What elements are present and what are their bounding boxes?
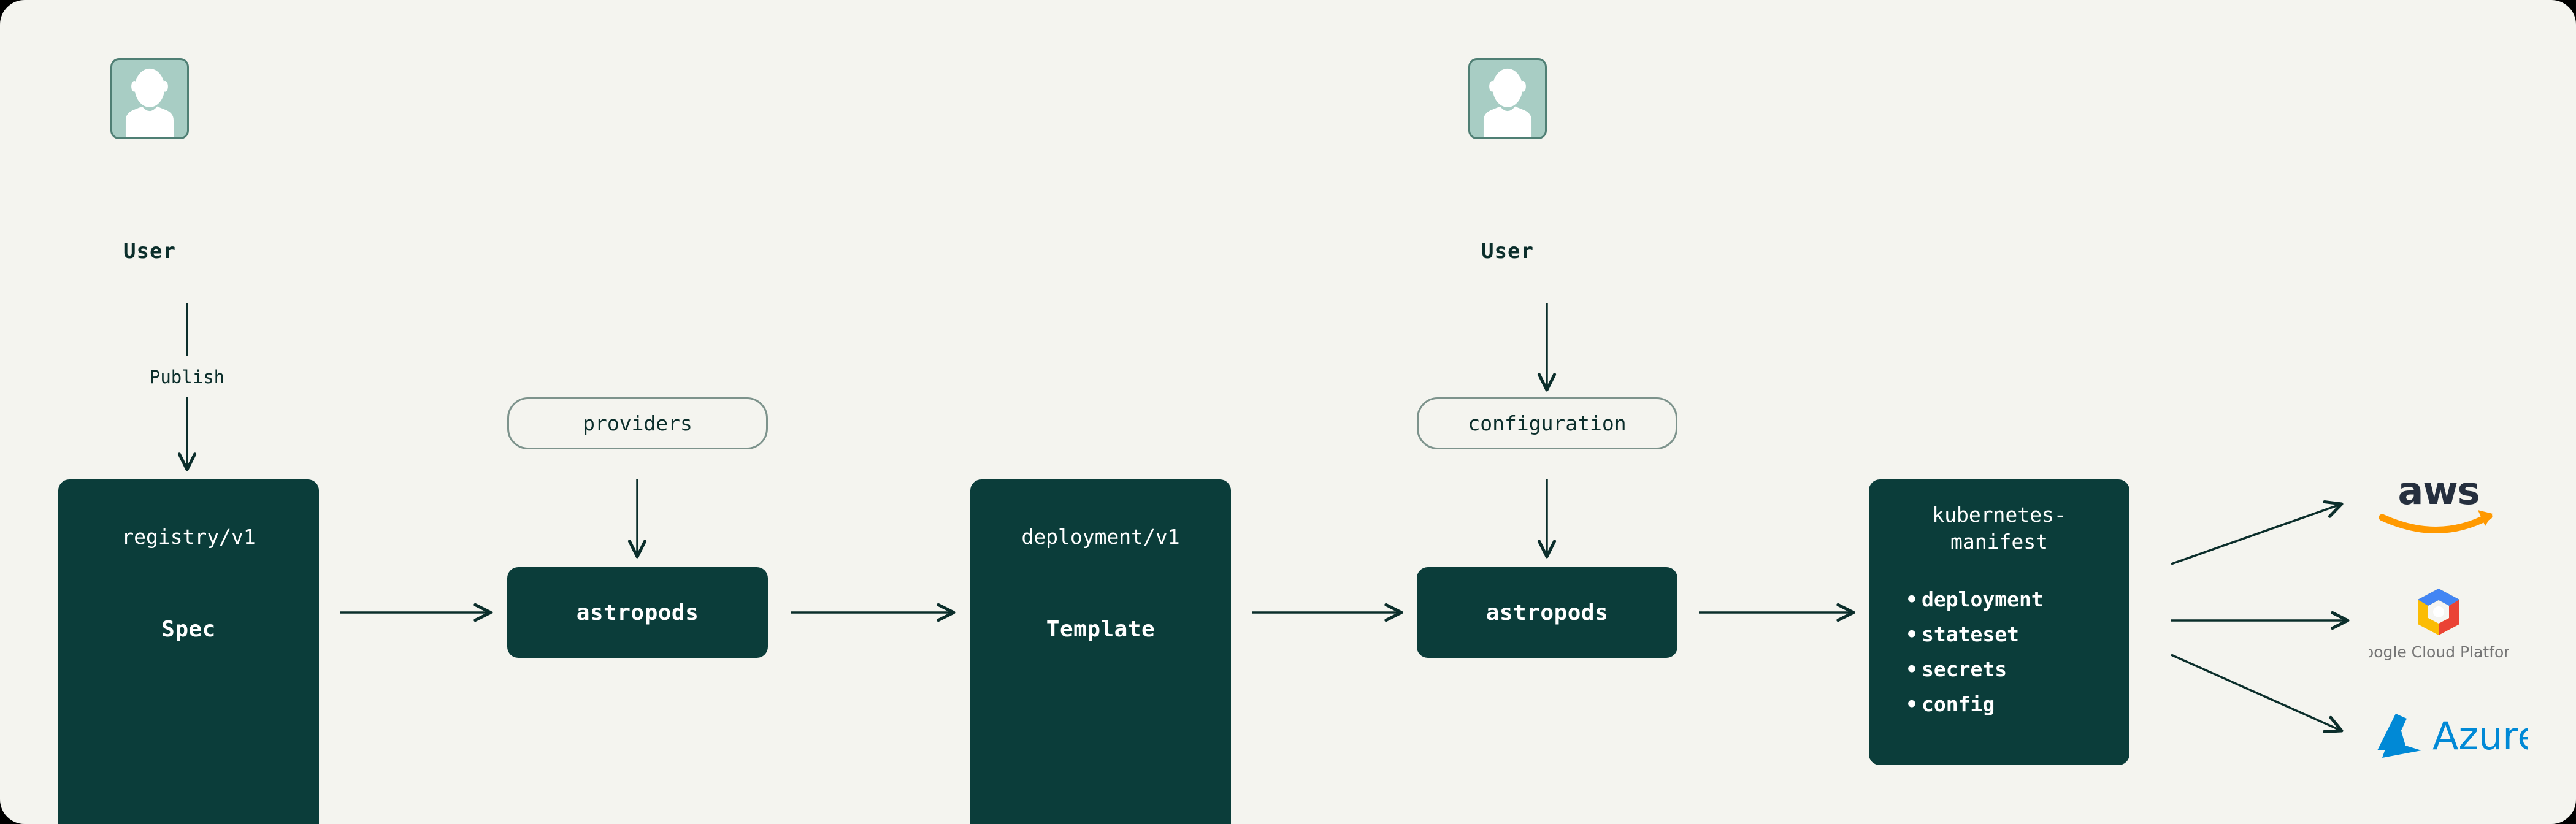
node-spec-title: registry/v1	[121, 525, 256, 549]
user-avatar-left	[110, 58, 189, 139]
list-item: secrets	[1906, 652, 2044, 687]
svg-text:aws: aws	[2398, 468, 2479, 513]
svg-text:Azure: Azure	[2432, 714, 2528, 758]
gcp-logo-icon: Google Cloud Platform	[2369, 589, 2509, 661]
cloud-target-aws[interactable]: aws	[2369, 467, 2509, 535]
svg-text:Google Cloud Platform: Google Cloud Platform	[2369, 643, 2509, 661]
user-avatar-right	[1468, 58, 1547, 139]
edge-k8s-to-azure	[2171, 654, 2344, 733]
node-kubernetes-manifest[interactable]: kubernetes-manifest deployment stateset …	[1869, 479, 2129, 765]
cloud-target-azure[interactable]: Azure	[2369, 709, 2528, 768]
node-template-main: Template	[1046, 616, 1156, 642]
aws-logo-icon: aws	[2379, 468, 2493, 533]
kubernetes-manifest-list: deployment stateset secrets config	[1869, 582, 2044, 722]
user-avatar-icon	[125, 68, 174, 137]
list-item: deployment	[1906, 582, 2044, 617]
user-avatar-icon	[1483, 68, 1532, 137]
node-astropods-1-main: astropods	[576, 600, 699, 625]
node-spec-main: Spec	[161, 616, 216, 642]
edge-k8s-to-aws	[2171, 500, 2344, 565]
pill-providers[interactable]: providers	[507, 397, 768, 449]
node-astropods-2-main: astropods	[1485, 600, 1609, 625]
node-astropods-1[interactable]: astropods	[507, 567, 768, 658]
node-template-title: deployment/v1	[1021, 525, 1180, 549]
pill-configuration[interactable]: configuration	[1417, 397, 1677, 449]
node-spec[interactable]: registry/v1 Spec	[58, 479, 319, 824]
node-astropods-2[interactable]: astropods	[1417, 567, 1677, 658]
list-item: config	[1906, 687, 2044, 722]
azure-logo-icon: Azure	[2377, 714, 2528, 758]
user-label-left: User	[123, 239, 176, 264]
node-kubernetes-manifest-title: kubernetes-manifest	[1932, 503, 2066, 554]
cloud-target-gcp[interactable]: Google Cloud Platform	[2369, 589, 2509, 668]
edge-label-publish: Publish	[149, 367, 225, 387]
user-label-right: User	[1481, 239, 1534, 264]
list-item: stateset	[1906, 617, 2044, 652]
node-template[interactable]: deployment/v1 Template	[970, 479, 1231, 824]
